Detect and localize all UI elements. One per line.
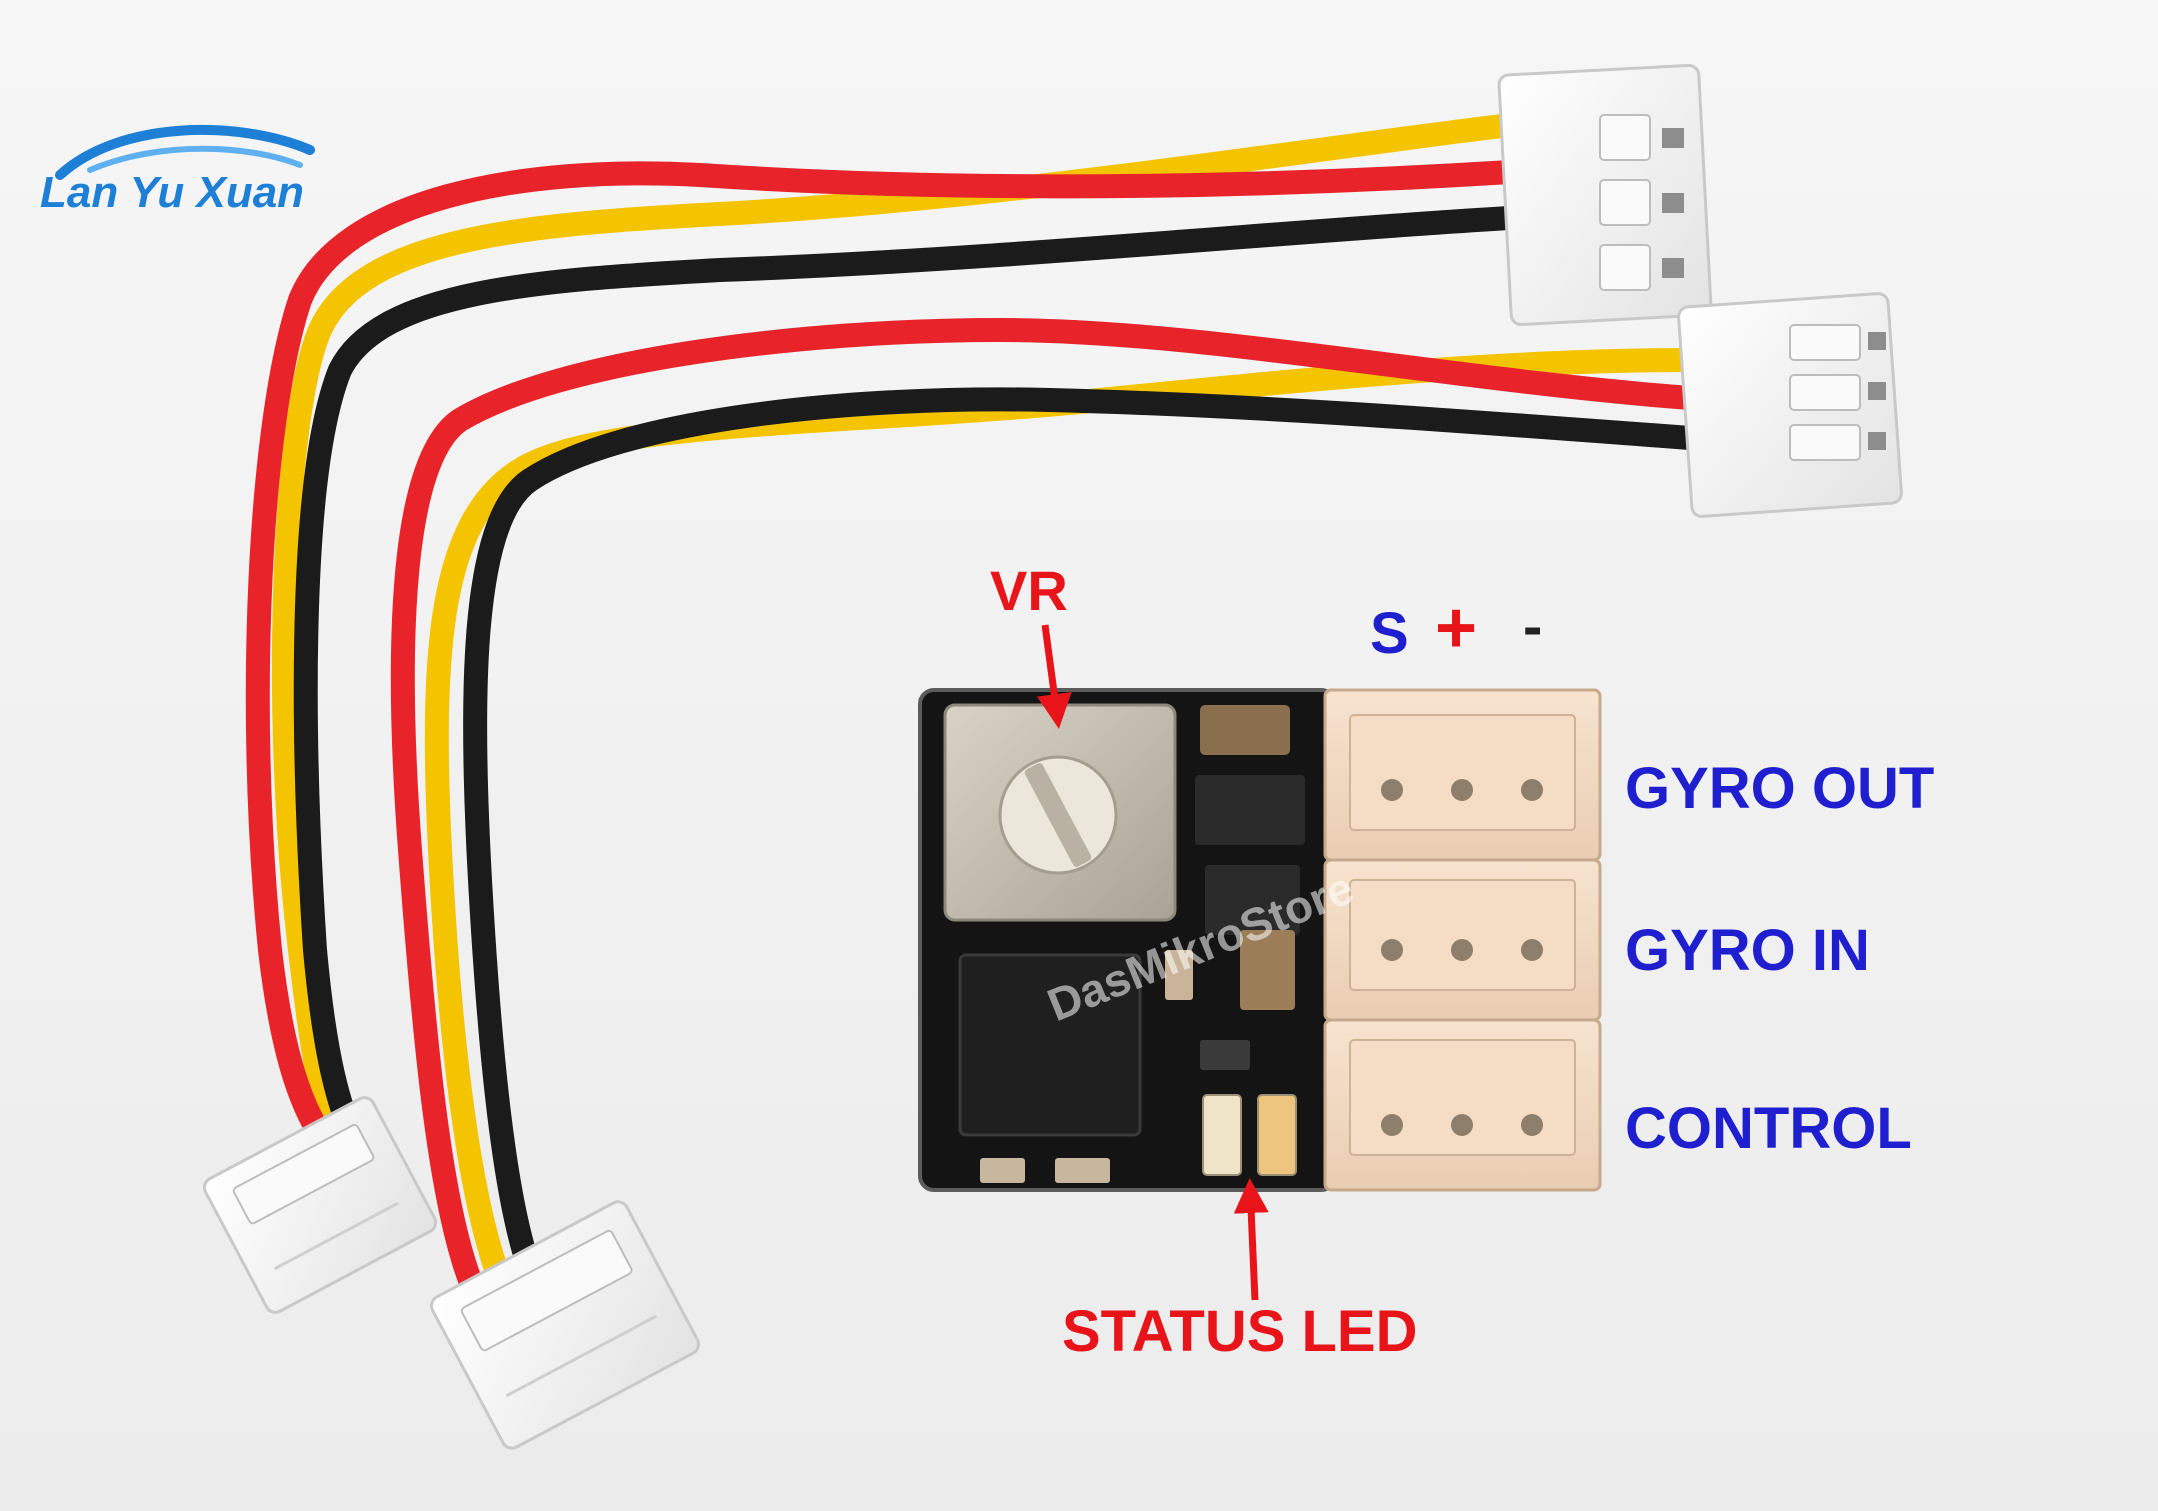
label-plus: + (1435, 588, 1478, 668)
cable-lower (390, 317, 1702, 1292)
label-minus: - (1523, 594, 1543, 659)
jst-header-gyro-in (1323, 858, 1602, 1022)
logo-swoosh (55, 124, 315, 180)
label-signal-s: S (1370, 601, 1409, 666)
label-vr: VR (990, 559, 1068, 622)
jst-header-gyro-out (1323, 688, 1602, 862)
cable-upper (245, 113, 1522, 1192)
brand-logo: Lan Yu Xuan (40, 168, 305, 217)
status-led-arrow (1233, 1178, 1269, 1301)
label-status-led: STATUS LED (1062, 1299, 1418, 1364)
jst-header-control (1323, 1018, 1602, 1192)
gyro-chip (958, 953, 1142, 1137)
connector-bottom-left-1 (202, 1096, 438, 1314)
gyro-module (918, 688, 1337, 1192)
label-gyro-out: GYRO OUT (1625, 756, 1935, 821)
label-control: CONTROL (1625, 1096, 1912, 1161)
vr-arrow (1036, 624, 1072, 729)
connector-lower-right (1677, 292, 1903, 518)
status-led-2 (1257, 1094, 1297, 1176)
wire-black-lower (463, 387, 1702, 1282)
wire-red-upper (245, 160, 1522, 1162)
connector-bottom-left-2 (429, 1200, 701, 1450)
status-led-1 (1202, 1094, 1242, 1176)
wire-red-lower (390, 317, 1702, 1292)
wire-black-upper (293, 206, 1522, 1152)
connector-upper-right (1497, 63, 1713, 327)
label-gyro-in: GYRO IN (1625, 918, 1870, 983)
